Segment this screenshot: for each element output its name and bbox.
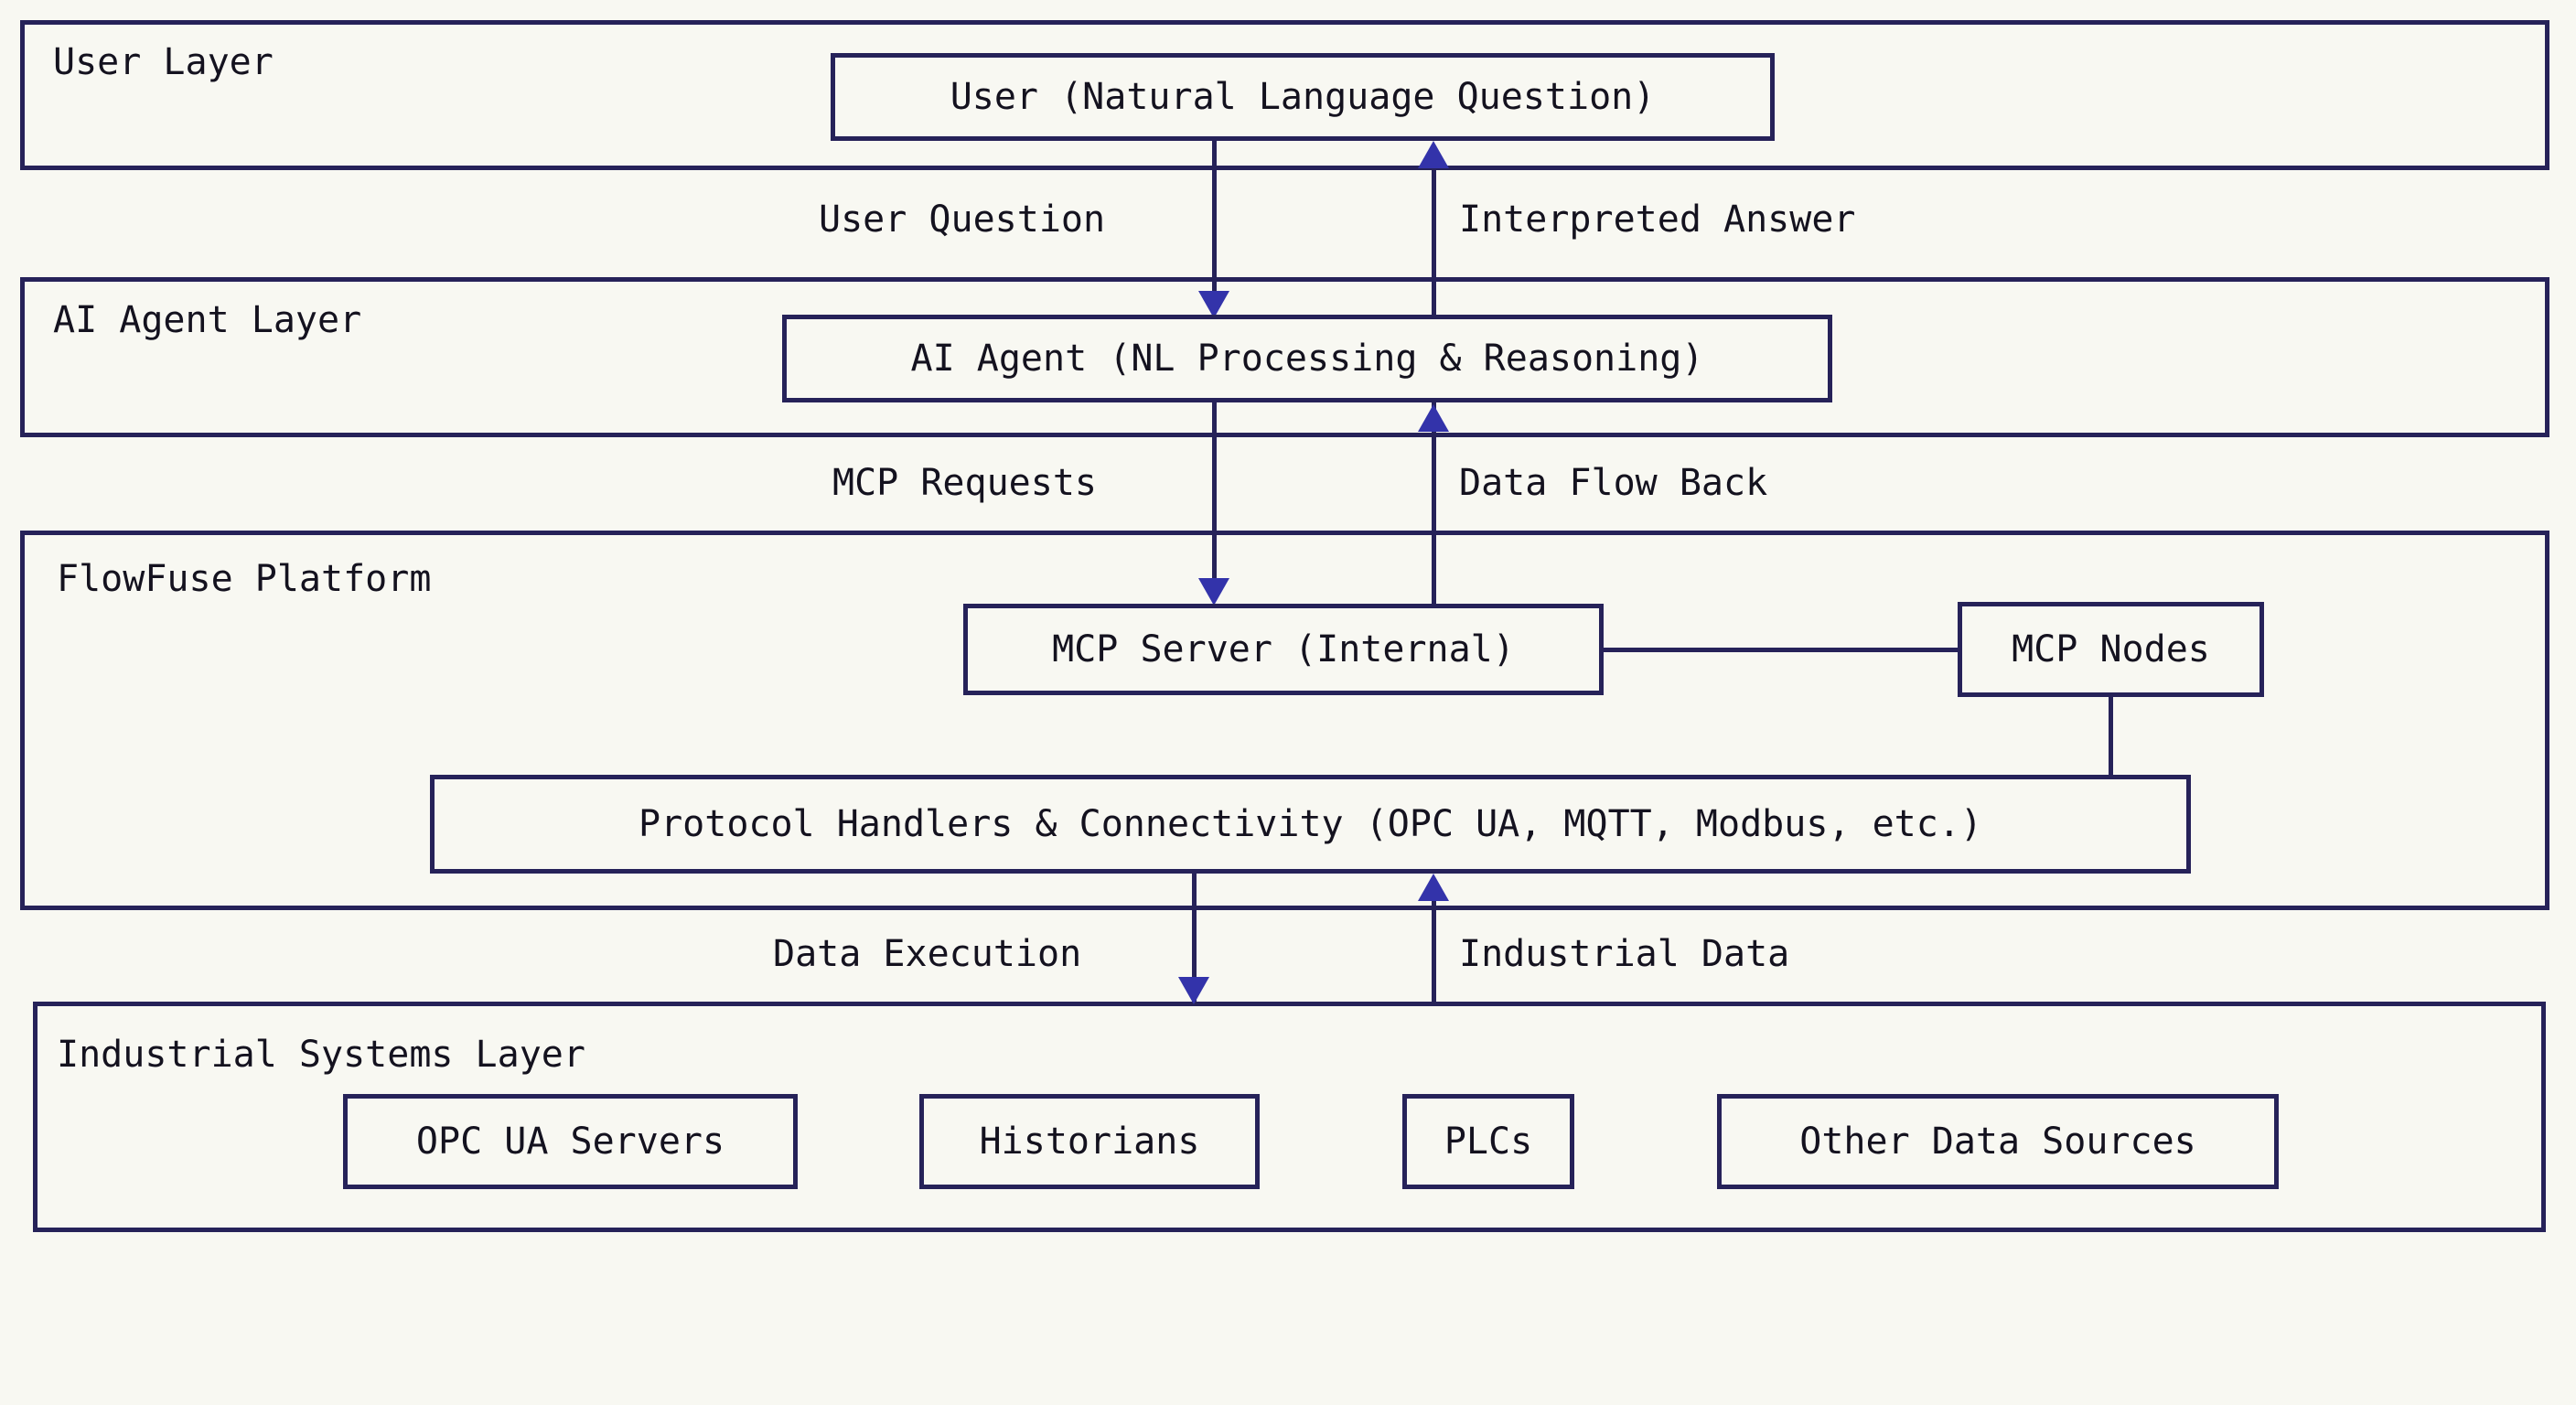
edge-industrial-data-line xyxy=(1432,901,1436,1003)
edge-interpreted-answer-arrowhead xyxy=(1418,141,1449,168)
edge-mcp-requests-arrowhead xyxy=(1198,578,1229,606)
edge-label-data-flow-back: Data Flow Back xyxy=(1459,462,1768,504)
node-plcs[interactable]: PLCs xyxy=(1402,1094,1574,1189)
node-opc-ua-servers[interactable]: OPC UA Servers xyxy=(343,1094,798,1189)
edge-user-question-line xyxy=(1212,141,1217,295)
edge-label-data-execution: Data Execution xyxy=(773,933,1082,975)
edge-mcp-requests-line xyxy=(1212,402,1217,593)
edge-data-execution-line xyxy=(1192,874,1197,1002)
node-mcp-nodes[interactable]: MCP Nodes xyxy=(1958,602,2264,697)
edge-nodes-to-protocol-line xyxy=(2109,697,2113,779)
edge-label-interpreted-answer: Interpreted Answer xyxy=(1459,198,1856,241)
edge-data-flow-back-line xyxy=(1432,432,1436,607)
edge-label-industrial-data: Industrial Data xyxy=(1459,933,1790,975)
edge-label-mcp-requests: MCP Requests xyxy=(832,462,1097,504)
edge-user-question-arrowhead xyxy=(1198,291,1229,318)
layer-title-user: User Layer xyxy=(53,41,274,83)
node-ai-agent[interactable]: AI Agent (NL Processing & Reasoning) xyxy=(782,315,1832,402)
layer-title-flowfuse: FlowFuse Platform xyxy=(57,558,432,600)
layer-title-ai-agent: AI Agent Layer xyxy=(53,299,362,341)
node-historians[interactable]: Historians xyxy=(919,1094,1260,1189)
node-other-data-sources[interactable]: Other Data Sources xyxy=(1717,1094,2279,1189)
node-protocol-handlers[interactable]: Protocol Handlers & Connectivity (OPC UA… xyxy=(430,775,2191,874)
edge-data-flow-back-arrowhead xyxy=(1418,404,1449,432)
node-mcp-server[interactable]: MCP Server (Internal) xyxy=(963,604,1604,695)
edge-label-user-question: User Question xyxy=(819,198,1106,241)
edge-industrial-data-arrowhead xyxy=(1418,874,1449,901)
edge-interpreted-answer-line xyxy=(1432,170,1436,441)
layer-title-industrial-systems: Industrial Systems Layer xyxy=(57,1034,585,1076)
edge-data-execution-arrowhead xyxy=(1178,977,1209,1004)
node-user[interactable]: User (Natural Language Question) xyxy=(831,53,1775,141)
edge-server-to-nodes-line xyxy=(1604,648,1959,652)
